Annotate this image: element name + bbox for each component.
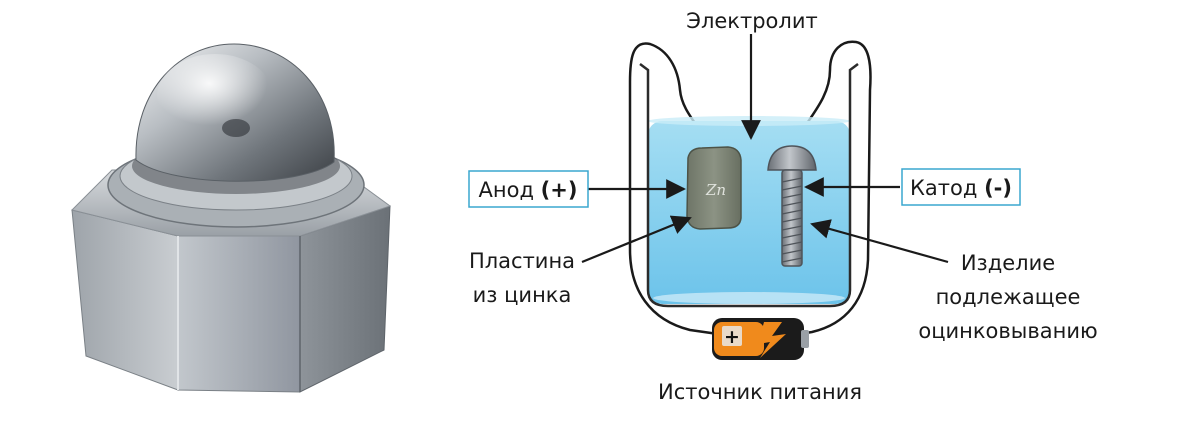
power-source-label: Источник питания — [658, 380, 862, 404]
plate-arrow — [581, 215, 692, 264]
zinc-plate-icon: Zn — [686, 146, 742, 230]
electrolyte-label: Электролит — [686, 9, 817, 33]
item-label-line1: Изделие — [961, 251, 1055, 275]
battery-plus: + — [724, 326, 740, 348]
beaker — [639, 63, 859, 308]
cap-nut-photo — [71, 43, 392, 393]
electrolyte-liquid — [648, 121, 850, 304]
bolt-icon — [767, 145, 817, 267]
plate-label-line1: Пластина — [469, 249, 575, 273]
item-label-line3: оцинковыванию — [918, 319, 1097, 343]
beaker-outline — [639, 63, 859, 308]
item-label-line2: подлежащее — [936, 285, 1081, 309]
anode-label-box — [468, 170, 589, 208]
battery-icon: + — [712, 318, 809, 360]
wire-circuit — [628, 40, 872, 336]
anode-label: Анод (+) — [479, 178, 578, 202]
item-arrow — [810, 219, 949, 264]
cathode-label: Катод (-) — [910, 176, 1012, 200]
zinc-mark: Zn — [705, 181, 726, 199]
plate-label-line2: из цинка — [473, 283, 572, 307]
arrows — [581, 34, 949, 264]
cathode-label-box — [901, 168, 1021, 206]
